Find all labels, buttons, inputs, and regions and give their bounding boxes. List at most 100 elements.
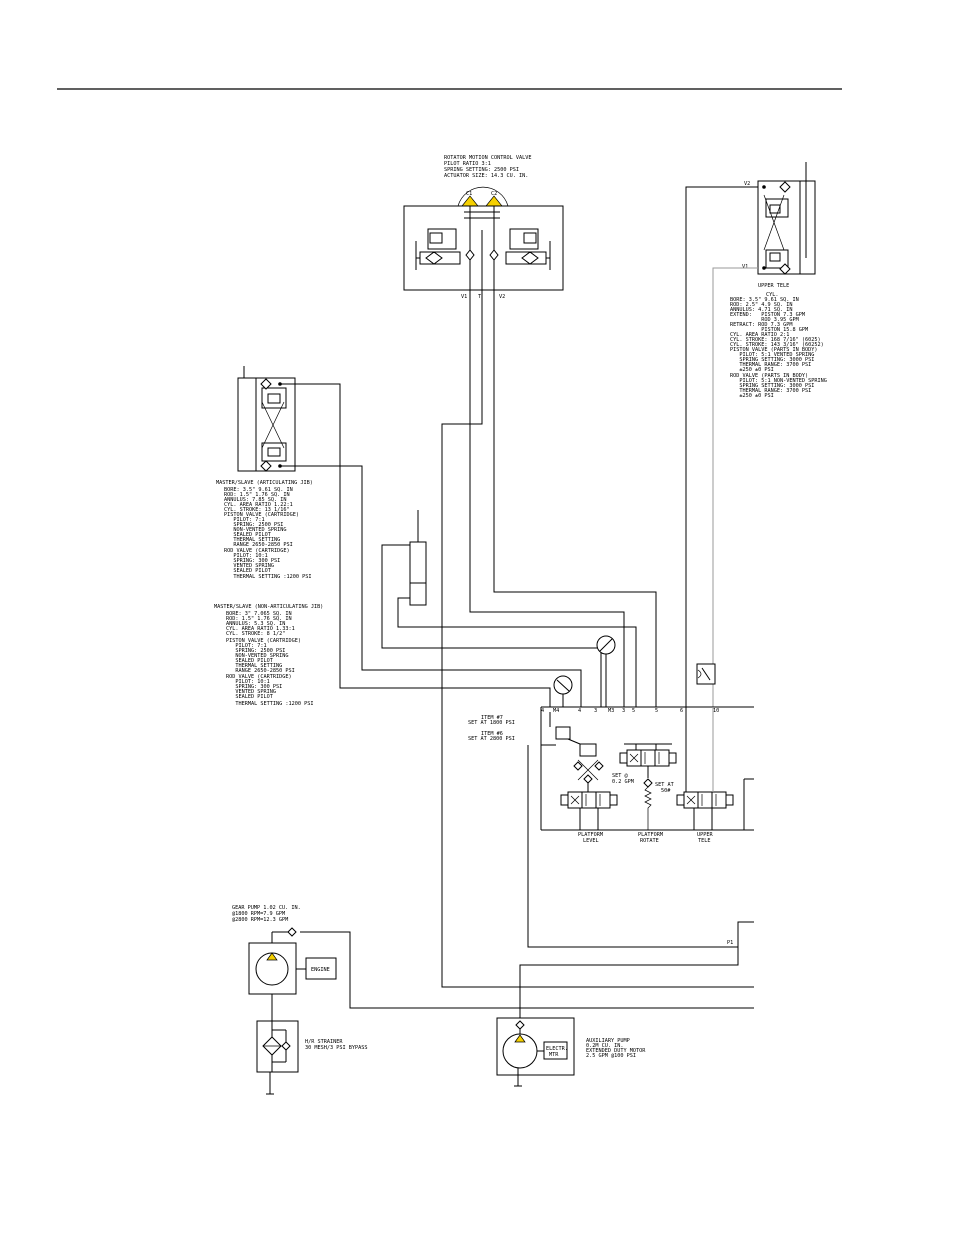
check-valve-icon xyxy=(515,1020,525,1030)
hose-rotator-v2 xyxy=(493,290,657,707)
check-valve-icon xyxy=(281,1041,291,1051)
spec-line: SPRING SETTING: 3000 PSI xyxy=(730,383,814,389)
spec-line: THERMAL SETTING :1200 PSI xyxy=(226,701,313,707)
hose-master-slave-upper xyxy=(280,383,551,707)
hose-gear-pump xyxy=(300,931,754,1009)
item6-setting: SET AT 2800 PSI xyxy=(468,736,515,742)
upper-tele-port-v1: V1 xyxy=(742,264,748,270)
spec-title: MASTER/SLAVE (NON-ARTICULATING JIB) xyxy=(214,604,323,610)
spec-line: SPRING: 300 PSI xyxy=(224,558,280,564)
check-valve-icon xyxy=(465,249,475,261)
spec-line: SPRING: 300 PSI xyxy=(226,684,282,690)
check-valve-icon xyxy=(594,761,604,771)
pressure-gauge-icon xyxy=(553,675,573,707)
rotator-spec-line: ACTUATOR SIZE: 14.3 CU. IN. xyxy=(444,173,528,179)
spec-line: VENTED SPRING xyxy=(226,689,276,695)
spec-line: ROD 3.95 GPM xyxy=(730,317,799,323)
rotator-port-c1: C1 xyxy=(466,191,472,197)
manifold-port-label: M3 xyxy=(608,708,614,714)
spec-line: SPRING: 2500 PSI xyxy=(226,648,285,654)
valve-label-upper-tele: TELE xyxy=(698,838,711,844)
valve-label-upper-tele: UPPER xyxy=(697,832,713,838)
spec-line: BORE: 3.5" 9.61 SQ. IN xyxy=(730,297,799,303)
spec-line: EXTEND: PISTON 7.3 GPM xyxy=(730,312,805,318)
gear-pump-spec: GEAR PUMP 1.02 CU. IN. xyxy=(232,905,301,911)
spec-line: ANNULUS: 7.85 SQ. IN xyxy=(224,497,286,503)
strainer: H/R STRAINER 30 MESH/3 PSI BYPASS xyxy=(256,1020,367,1095)
check-set-label: SET AT xyxy=(655,782,674,788)
item7-label: ITEM #7 xyxy=(481,715,503,721)
item6-label: ITEM #6 xyxy=(481,731,503,737)
spec-line: PILOT: 5:1 NON-VENTED SPRING xyxy=(730,378,827,384)
spec-line: SEALED PILOT xyxy=(224,532,271,538)
flow-set-value: 0.2 GPM xyxy=(612,779,634,785)
spec-line: THERMAL RANGE: 3700 PSI xyxy=(730,388,811,394)
hose-rotator-v1 xyxy=(469,290,625,707)
upper-tele-port-v2: V2 xyxy=(744,181,750,187)
spec-line: NON-VENTED SPRING xyxy=(224,527,286,533)
gear-pump-spec: @2800 RPM=12.3 GPM xyxy=(232,917,288,923)
aux-pump-spec: 0.2M CU. IN. xyxy=(586,1043,623,1049)
master-slave-cylinder xyxy=(237,366,296,472)
engine-box xyxy=(305,957,337,980)
master-slave-articulating-specs: MASTER/SLAVE (ARTICULATING JIB) BORE: 3.… xyxy=(216,480,313,580)
manifold-port-label: 4 xyxy=(541,708,544,714)
manifold-port-label: 3 xyxy=(594,708,597,714)
spec-line: PILOT: 7:1 xyxy=(224,517,265,523)
rotator-actuator-arc xyxy=(457,186,509,207)
manifold-port-label: 5 xyxy=(632,708,635,714)
rotator-spec-line: ROTATOR MOTION CONTROL VALVE xyxy=(444,155,531,161)
rotator-port-v1: V1 xyxy=(461,294,467,300)
check-valve-icon xyxy=(779,181,791,193)
hose-aux-pump xyxy=(519,947,739,1021)
spec-line: CYL. AREA RATIO 2:1 xyxy=(730,332,789,338)
spec-line: PILOT: 10:1 xyxy=(226,679,270,685)
master-slave-non-articulating-specs: MASTER/SLAVE (NON-ARTICULATING JIB) BORE… xyxy=(214,604,323,707)
spec-line: THERMAL SETTING :1200 PSI xyxy=(224,574,311,580)
hose-small-cyl-lower xyxy=(397,597,637,707)
platform-level-cylinder xyxy=(409,510,427,606)
spec-line: ROD VALVE (CARTRIDGE) xyxy=(224,548,290,554)
hose-upper-tele-v1 xyxy=(712,267,758,707)
spec-line: VENTED SPRING xyxy=(224,563,274,569)
spec-line: PILOT: 5:1 VENTED SPRING xyxy=(730,352,814,358)
relief-valve-item7 xyxy=(555,726,571,740)
engine-label: ENGINE xyxy=(311,967,330,973)
manifold-port-label: 5 xyxy=(655,708,658,714)
spec-line: PILOT: 10:1 xyxy=(224,553,268,559)
valve-label-platform-level: PLATFORM xyxy=(578,832,603,838)
spec-line: ±250 ±0 PSI xyxy=(730,367,774,373)
rotator-port-c2: C2 xyxy=(491,191,497,197)
hose-small-cyl-upper xyxy=(381,544,602,707)
spec-line: SEALED PILOT xyxy=(226,658,273,664)
aux-pump-spec: EXTENDED DUTY MOTOR xyxy=(586,1048,646,1054)
spec-line: BORE: 3" 7.065 SQ. IN xyxy=(226,611,292,617)
spec-line: ANNULUS: 4.71 SQ. IN xyxy=(730,307,792,313)
spec-line: THERMAL SETTING xyxy=(226,663,282,669)
relief-valve-item6 xyxy=(579,743,597,757)
check-valve-icon xyxy=(260,460,272,472)
hose-pressure-p1 xyxy=(527,745,754,948)
spec-line: ANNULUS: 5.3 SQ. IN xyxy=(226,621,285,627)
manifold-port-label: 4 xyxy=(578,708,581,714)
spec-line: BORE: 3.5" 9.61 SQ. IN xyxy=(224,487,293,493)
strainer-spec: 30 MESH/3 PSI BYPASS xyxy=(305,1045,367,1051)
check-valve-icon xyxy=(287,927,297,937)
manifold-port-label: 6 xyxy=(680,708,683,714)
spec-line: PISTON VALVE (CARTRIDGE) xyxy=(224,512,299,518)
rotator-motion-control-valve: ROTATOR MOTION CONTROL VALVE PILOT RATIO… xyxy=(403,155,564,300)
gear-pump-spec: @1800 RPM=7.9 GPM xyxy=(232,911,285,917)
check-valve-icon xyxy=(489,249,499,261)
spec-line: ±250 ±0 PSI xyxy=(730,393,774,399)
spec-line: CYL. STROKE: 8 1/2" xyxy=(226,631,285,637)
spec-line: THERMAL SETTING xyxy=(224,537,280,543)
hose-master-slave-lower xyxy=(280,465,582,707)
spec-line: ROD: 1.5" 1.76 SQ. IN xyxy=(226,616,292,622)
spec-line: THERMAL RANGE: 3700 PSI xyxy=(730,362,811,368)
port-p1-label: P1 xyxy=(727,940,733,946)
check-valve-icon xyxy=(260,378,272,390)
spec-line: CYL. STROKE: 143 3/16" (60252) xyxy=(730,342,824,348)
spec-line: PISTON VALVE (PARTS IN BODY) xyxy=(730,347,817,353)
aux-pump-spec: 2.5 GPM @100 PSI xyxy=(586,1053,636,1059)
